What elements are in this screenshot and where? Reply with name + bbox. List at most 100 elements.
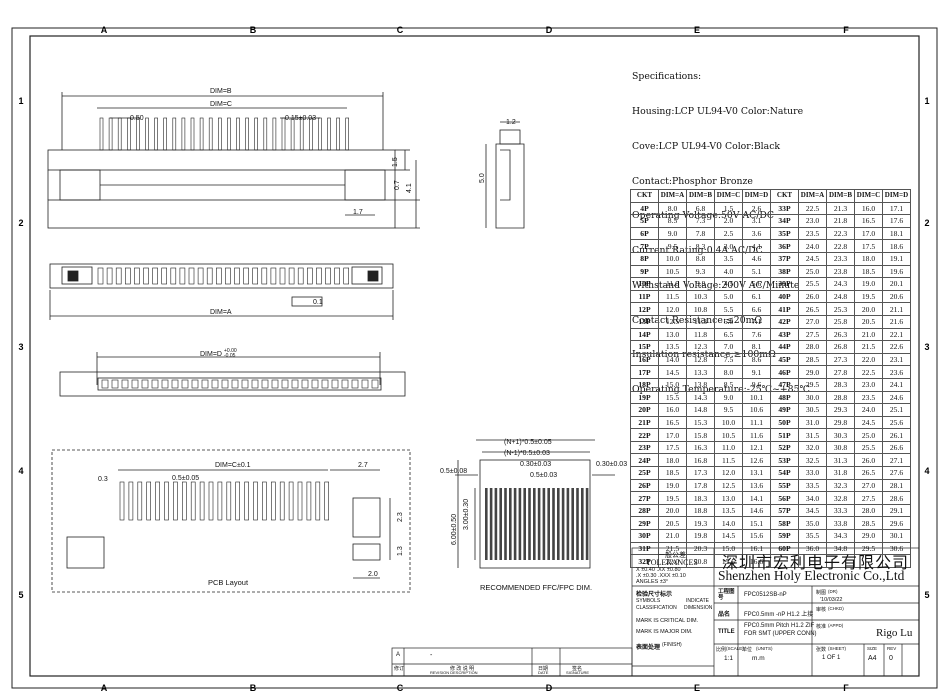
table-cell: 16.5 <box>658 415 687 430</box>
table-header-cell: DIM=C <box>714 189 743 203</box>
table-cell: 47P <box>770 377 799 392</box>
table-cell: 32.8 <box>826 491 855 505</box>
table-cell: 26.1 <box>882 428 911 442</box>
grid-column-label: E <box>694 683 700 693</box>
rev-col-1: 修订 <box>394 666 405 672</box>
table-cell: 7.0 <box>714 340 743 354</box>
grid-column-label: A <box>101 25 108 35</box>
contact-tab <box>281 379 289 389</box>
table-cell: 22.8 <box>826 239 855 253</box>
scale-label-en: (SCALE) <box>726 646 744 651</box>
table-cell: 10P <box>630 277 659 291</box>
table-cell: 14.5 <box>714 529 743 543</box>
grid-row-label: 1 <box>924 96 929 106</box>
table-cell: 20P <box>630 403 659 417</box>
pcb-pad <box>208 481 214 521</box>
table-cell: 7P <box>630 239 659 253</box>
table-cell: 25.0 <box>854 428 883 442</box>
grid-row-label: 2 <box>924 218 929 228</box>
table-cell: 8.1 <box>742 340 771 354</box>
table-cell: 15.3 <box>686 415 715 430</box>
table-cell: 33.5 <box>798 478 827 493</box>
table-cell: 29.1 <box>882 503 911 518</box>
table-cell: 13.1 <box>742 466 771 480</box>
table-cell: 17.5 <box>854 239 883 253</box>
height-2-label: 4.1 <box>406 183 413 193</box>
table-cell: 4P <box>630 201 659 216</box>
table-cell: 31.3 <box>826 453 855 468</box>
table-cell: 11.5 <box>658 289 687 304</box>
contact-tab <box>161 379 169 389</box>
grid-column-label: C <box>397 25 404 35</box>
ffc-strip <box>504 488 507 560</box>
table-cell: 18.1 <box>882 226 911 241</box>
rev-col-4: 签名 <box>572 666 583 672</box>
size-label: SIZE <box>867 646 878 651</box>
ffc-n-minus-label: (N-1)*0.5±0.03 <box>504 450 550 457</box>
table-cell: 11.5 <box>714 453 743 468</box>
contact-tab <box>371 379 379 389</box>
contact-tab <box>201 379 209 389</box>
table-cell: 4.0 <box>714 264 743 279</box>
contact-tab <box>251 379 259 389</box>
table-cell: 26P <box>630 478 659 493</box>
contact-tab <box>121 379 129 389</box>
title-line-2: FOR SMT (UPPER CONN) <box>744 631 817 637</box>
contact-tab <box>211 379 219 389</box>
table-cell: 9.5 <box>714 403 743 417</box>
table-cell: 5.1 <box>742 264 771 279</box>
table-cell: 30.1 <box>882 529 911 543</box>
contact-tab <box>331 379 339 389</box>
classification-label: CLASSIFICATION <box>636 605 677 611</box>
pcb-pad <box>262 481 267 521</box>
rev-col-4-en: SIGNATURE <box>566 670 590 675</box>
table-cell: 25.6 <box>882 415 911 430</box>
table-cell: 11.8 <box>686 327 715 342</box>
table-cell: 27.0 <box>854 478 883 493</box>
contact-pin <box>190 117 195 151</box>
contact-tab <box>241 379 249 389</box>
table-cell: 13.8 <box>686 377 715 392</box>
contact-pin <box>254 117 258 151</box>
table-cell: 46P <box>770 365 799 379</box>
finish-label-cn: 表面处理 <box>636 645 661 651</box>
table-cell: 13.0 <box>714 491 743 505</box>
contact-slot <box>306 267 313 285</box>
table-cell: 25.5 <box>854 440 883 455</box>
table-cell: 6.0 <box>714 314 743 329</box>
table-cell: 25P <box>630 466 659 480</box>
contact-slot <box>252 267 258 285</box>
table-cell: 21.0 <box>658 529 687 543</box>
contact-pin <box>172 117 177 151</box>
contact-pin <box>245 117 249 151</box>
rev-value: 0 <box>889 655 893 662</box>
table-cell: 30P <box>630 529 659 543</box>
table-cell: 6P <box>630 226 659 241</box>
table-cell: 11.6 <box>742 428 771 442</box>
pcb-pad <box>146 481 151 521</box>
table-cell: 23.1 <box>882 352 911 367</box>
table-cell: 28.0 <box>854 503 883 518</box>
checked-label-en: (CHKD) <box>828 606 844 611</box>
pcb-pad <box>164 481 169 521</box>
rev-mark: A <box>396 652 401 658</box>
table-cell: 6.5 <box>714 327 743 342</box>
table-header-cell: DIM=C <box>854 189 883 203</box>
table-cell: 8.5 <box>658 214 687 228</box>
pcb-pad <box>182 481 187 521</box>
table-cell: 29.3 <box>826 403 855 417</box>
ffc-strip <box>528 488 531 560</box>
ffc-strip <box>523 488 526 560</box>
table-cell: 10.5 <box>658 264 687 279</box>
table-cell: 12P <box>630 302 659 316</box>
table-cell: 19.3 <box>686 516 715 531</box>
contact-pin <box>318 117 322 151</box>
contact-pin <box>336 117 340 151</box>
checked-label-cn: 审核 <box>816 607 827 613</box>
